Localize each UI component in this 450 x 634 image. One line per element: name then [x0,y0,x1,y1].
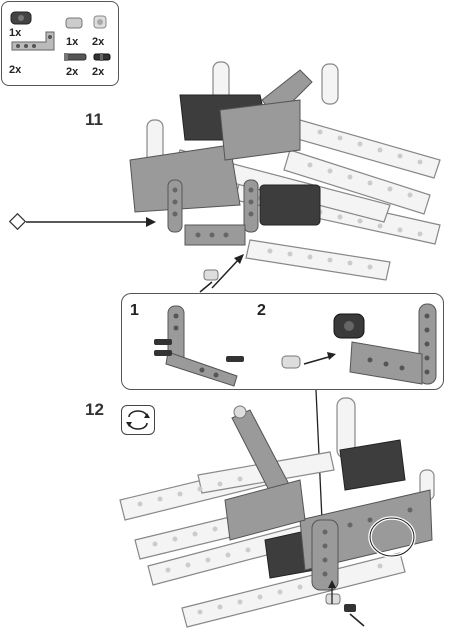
friction-pin-icon [93,53,111,61]
qty-axle-connector: 1x [66,36,79,48]
subassembly-box: 1 2 [121,293,444,390]
qty-l-shaped-beam: 2x [9,64,22,76]
l-beam-with-pins [154,305,244,387]
pin-insert-arrow [199,254,244,293]
dark-frame [264,439,406,579]
gray-beam [129,69,313,246]
gray-beam [224,479,433,591]
qty-friction-pin: 2x [92,66,105,78]
subassembly-step-2: 2 [257,302,266,319]
gray-beam-holes [322,507,413,577]
step-number-11: 11 [85,110,103,129]
axle-connector-icon [65,17,83,29]
gray-beam-holes [172,187,254,238]
dark-bush-block-icon [10,11,32,25]
parts-list-box: 1x 2x 1x 2x 2x 2x [1,1,119,86]
highlight-circle-outline [369,517,415,557]
qty-pin-bush: 2x [92,36,105,48]
subassembly-step-1: 1 [130,302,139,319]
l-beam-with-dark-block [281,303,437,385]
step-11-assembly [8,61,441,293]
parts-list-illustrations [10,11,111,61]
long-pin-with-axle-icon [64,53,87,61]
subassembly-illustration [154,303,437,387]
pin-bush-icon [93,15,107,29]
l-shaped-beam-icon [11,31,55,51]
rotate-model-icon [121,405,155,435]
pin-insert-arrow [325,580,365,627]
diamond-marker-icon [8,212,27,231]
insert-arrow [26,217,156,227]
qty-long-pin: 2x [66,66,79,78]
qty-dark-bush-block: 1x [9,27,22,39]
step-number-12: 12 [85,400,104,419]
